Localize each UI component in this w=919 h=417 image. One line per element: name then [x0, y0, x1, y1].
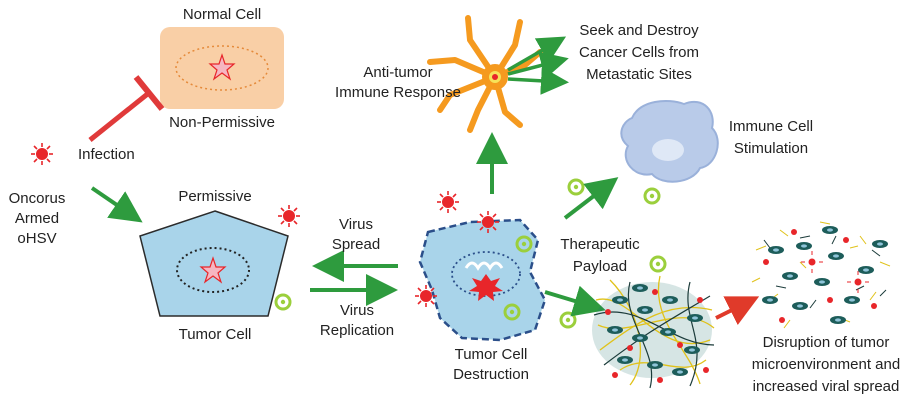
non-permissive-label: Non-Permissive	[169, 114, 275, 131]
virus-icon	[414, 284, 438, 308]
normal-cell	[160, 27, 284, 109]
payload-icon	[274, 293, 292, 311]
infection-label: Infection	[78, 146, 135, 163]
virus-icon	[476, 210, 500, 234]
burst-icon	[469, 274, 503, 301]
immune-stimulation-label-line2: Stimulation	[733, 140, 809, 157]
virus-icon	[436, 190, 460, 214]
dendritic-cell	[427, 15, 543, 133]
nucleus-star-icon	[208, 53, 236, 81]
seek-label-line2: Cancer Cells from	[578, 44, 700, 61]
payload-icon	[643, 187, 661, 205]
normal-cell-label: Normal Cell	[182, 6, 262, 23]
seek-label-line1: Seek and Destroy	[579, 22, 699, 39]
immune-cell	[620, 99, 719, 183]
payload-icon	[559, 311, 577, 329]
destroyed-tumor-cell	[418, 218, 547, 342]
nucleus-star-icon	[199, 256, 227, 284]
payload-icon	[567, 178, 585, 196]
therapeutic-label-line2: Payload	[572, 258, 628, 275]
seek-label-line3: Metastatic Sites	[586, 66, 692, 83]
oncorus-label-line2: Armed	[14, 210, 60, 227]
destruction-label-line1: Tumor Cell	[454, 346, 528, 363]
antitumor-label-line2: Immune Response	[335, 84, 461, 101]
infection-arrow	[90, 186, 143, 223]
tumor-cell	[139, 210, 289, 317]
seek-arrow	[507, 36, 567, 72]
payload-arrow	[544, 285, 606, 317]
disrupted-microenvironment	[751, 221, 891, 329]
oncorus-label-line3: oHSV	[17, 230, 57, 247]
virus-spread-label-line2: Spread	[331, 236, 381, 253]
inhibition-arrow	[88, 75, 165, 142]
seek-arrow	[507, 66, 569, 95]
therapeutic-label-line1: Therapeutic	[560, 236, 640, 253]
disruption-arrow	[715, 296, 760, 326]
immune-stimulation-arrow	[563, 177, 619, 220]
tumor-microenvironment	[592, 275, 715, 389]
seek-arrow	[507, 51, 569, 79]
destruction-label-line2: Destruction	[453, 366, 529, 383]
permissive-label: Permissive	[178, 188, 252, 205]
virus-icon	[30, 142, 54, 166]
immune-stimulation-label-line1: Immune Cell	[728, 118, 814, 135]
disruption-label-line3: increased viral spread	[752, 378, 900, 395]
virus-icon	[277, 204, 301, 228]
virus-replication-label-line1: Virus	[340, 302, 374, 319]
tumor-cell-label: Tumor Cell	[178, 326, 252, 343]
antitumor-label-line1: Anti-tumor	[363, 64, 433, 81]
virus-spread-label-line1: Virus	[339, 216, 373, 233]
payload-icon	[649, 255, 667, 273]
disruption-label-line1: Disruption of tumor	[762, 334, 890, 351]
virus-replication-label-line2: Replication	[319, 322, 395, 339]
disruption-label-line2: microenvironment and	[751, 356, 901, 373]
oncorus-label-line1: Oncorus	[8, 190, 66, 207]
